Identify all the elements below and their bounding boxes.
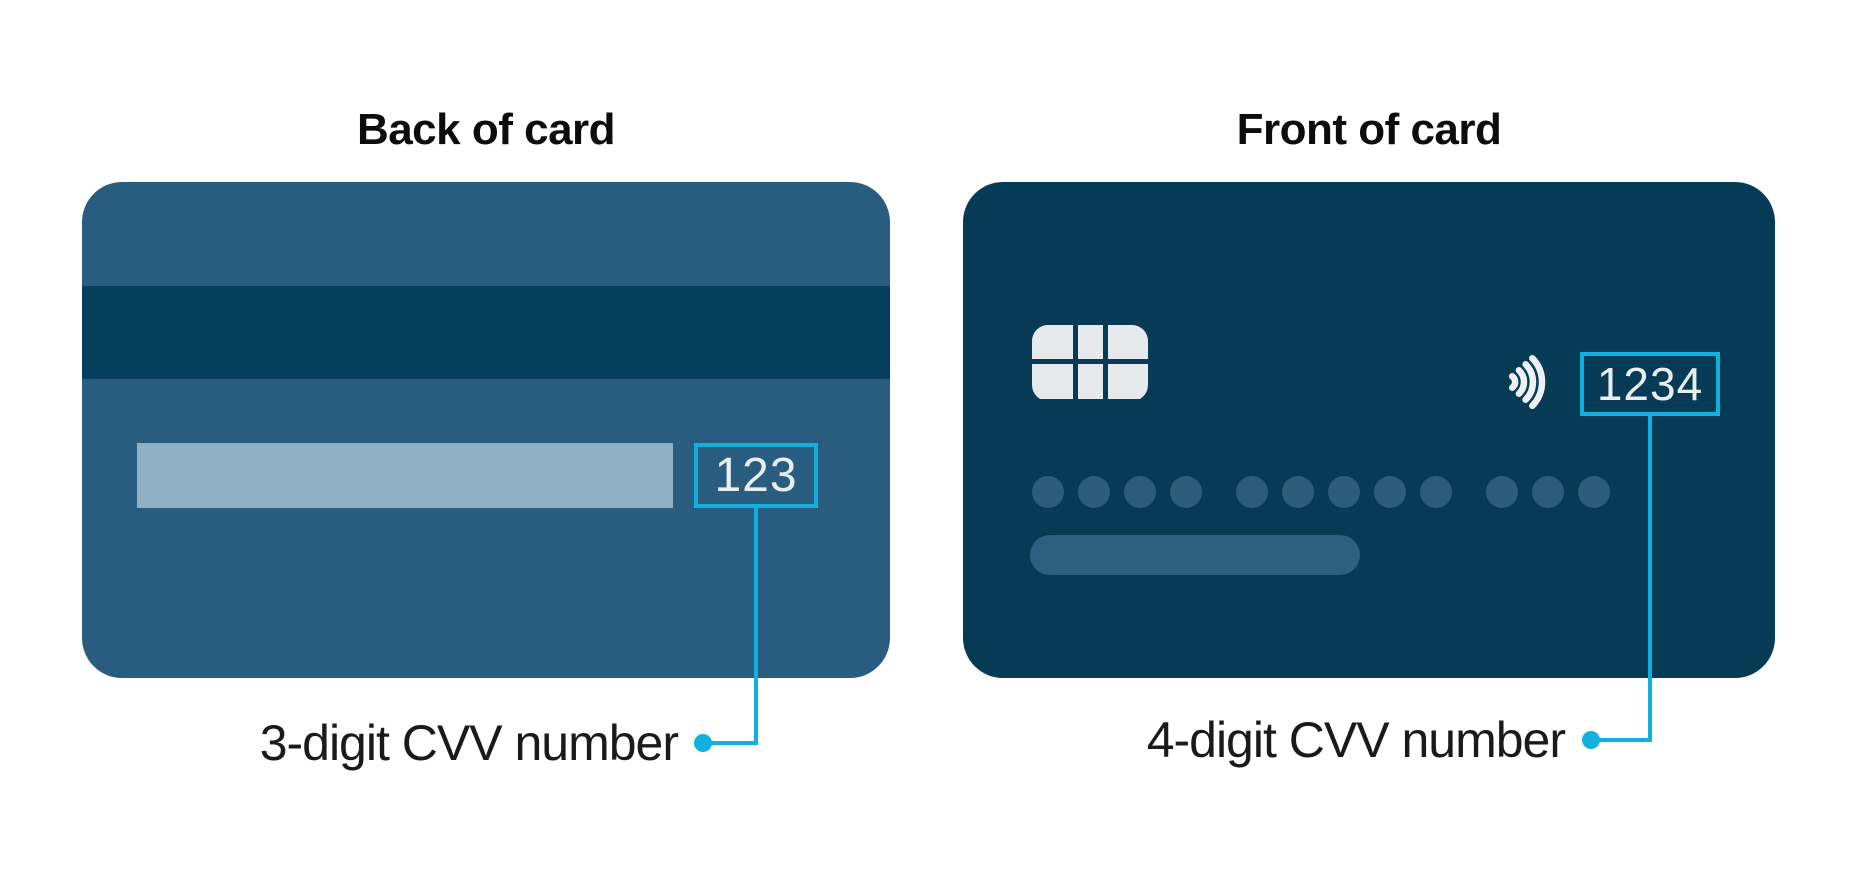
cvv-value-front: 1234 (1596, 358, 1704, 410)
card-back-illustration: 123 (82, 182, 890, 678)
card-number-dot (1236, 476, 1268, 508)
back-cvv-label: 3-digit CVV number (259, 715, 679, 771)
connector-line-front-horizontal (1591, 738, 1652, 742)
card-number-dot-group (1236, 476, 1466, 508)
card-number-dot (1328, 476, 1360, 508)
connector-dot-front (1582, 731, 1600, 749)
card-number-dot (1578, 476, 1610, 508)
contactless-icon (1508, 354, 1546, 410)
card-number-dot (1170, 476, 1202, 508)
connector-dot-back (694, 734, 712, 752)
front-of-card-title: Front of card (1236, 105, 1502, 154)
card-number-dot (1078, 476, 1110, 508)
card-number-dot-group (1486, 476, 1624, 508)
card-number-dot (1124, 476, 1156, 508)
connector-line-back-vertical (754, 508, 758, 745)
cvv-value-back: 123 (714, 449, 798, 502)
emv-chip-icon (1032, 325, 1148, 401)
connector-line-back-horizontal (703, 741, 758, 745)
cvv-highlight-box-back: 123 (694, 443, 818, 508)
cvv-highlight-box-front: 1234 (1580, 352, 1720, 416)
card-number-dot (1374, 476, 1406, 508)
signature-strip (137, 443, 673, 508)
card-number-dot (1532, 476, 1564, 508)
card-number-dot (1282, 476, 1314, 508)
card-number-dot (1486, 476, 1518, 508)
card-number-dot (1420, 476, 1452, 508)
back-of-card-title: Back of card (356, 105, 616, 154)
front-cvv-label: 4-digit CVV number (1146, 712, 1566, 768)
card-number-dots (1032, 476, 1624, 508)
cardholder-name-placeholder (1030, 535, 1360, 575)
card-number-dot (1032, 476, 1064, 508)
connector-line-front-vertical (1648, 416, 1652, 740)
card-front-illustration: 1234 (963, 182, 1775, 678)
card-number-dot-group (1032, 476, 1216, 508)
magnetic-stripe (82, 286, 890, 379)
